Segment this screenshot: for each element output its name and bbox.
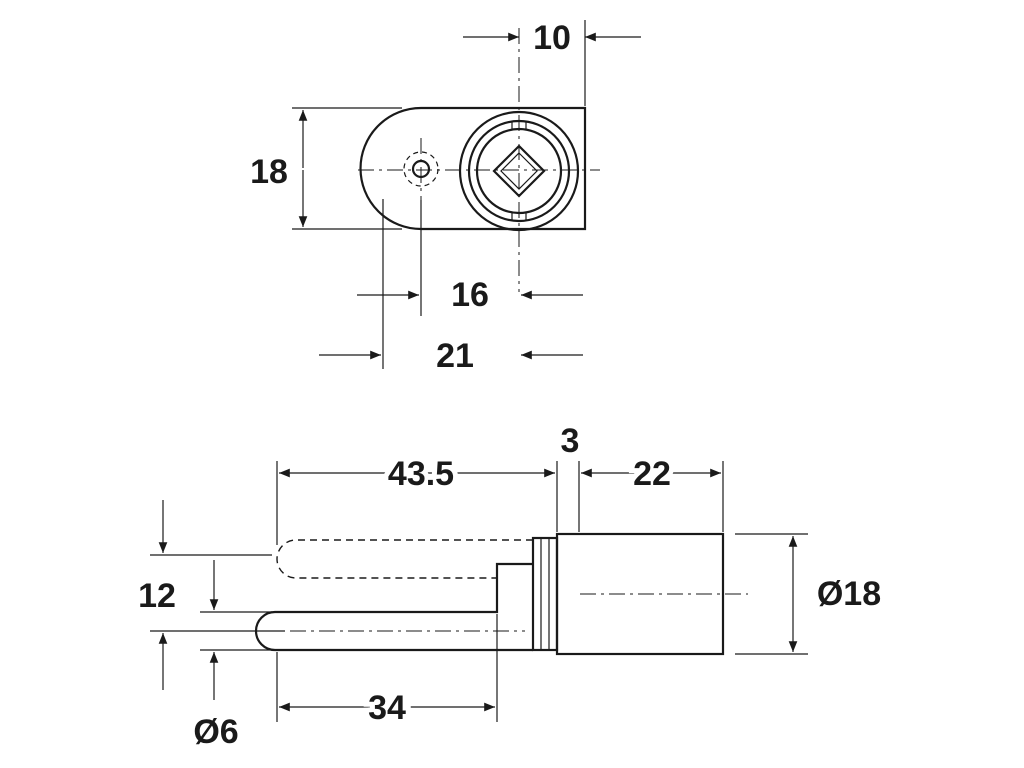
collar-outer	[531, 536, 559, 652]
dim-label-diameter-6: Ø6	[193, 713, 238, 751]
dim-label-18: 18	[250, 153, 288, 191]
top-view-body-outline	[359, 106, 587, 231]
screw-hole-outer	[403, 151, 439, 187]
hook-arm	[254, 562, 533, 652]
dim-label-3: 3	[561, 422, 580, 460]
side-view: 43.5 3 22 Ø18 12 Ø6 34	[138, 422, 881, 751]
top-view: 10 18 16 21	[250, 19, 641, 375]
dim-label-22: 22	[633, 455, 671, 493]
cam-notches	[511, 121, 527, 221]
dim-label-12: 12	[138, 577, 176, 615]
dim-label-10: 10	[533, 19, 571, 57]
cam-outer-ring	[458, 110, 580, 232]
dim-label-16: 16	[451, 276, 489, 314]
dim-label-34: 34	[368, 689, 406, 727]
hidden-pin-position	[276, 539, 533, 579]
dim-label-43-5: 43.5	[388, 455, 454, 493]
cam-inner-ring	[475, 127, 563, 215]
dim-label-diameter-18: Ø18	[817, 575, 881, 613]
dim-label-21: 21	[436, 337, 474, 375]
